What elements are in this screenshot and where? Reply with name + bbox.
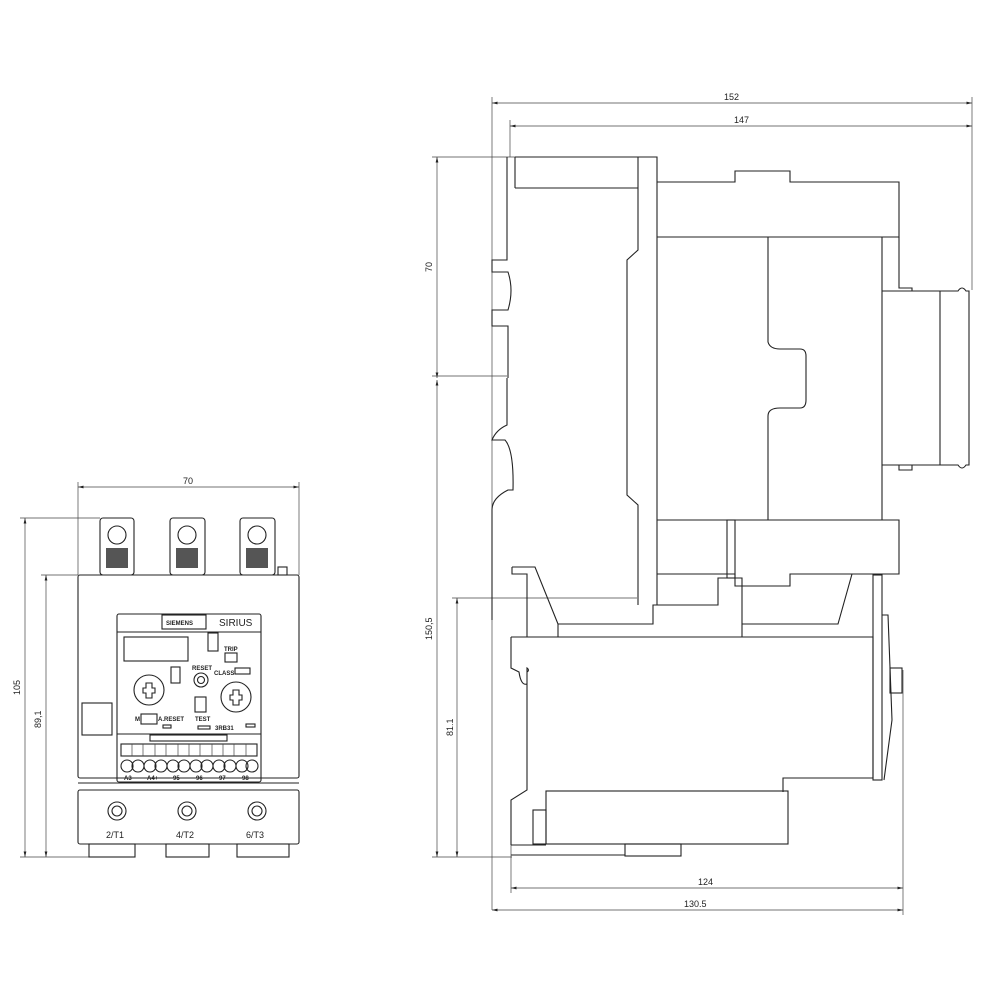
- top-lugs: [99, 517, 288, 576]
- dim-130-5: 130.5: [492, 899, 903, 912]
- contactor-outline: [491, 156, 970, 620]
- side-view: 152 147 70 150,5 81.1 124: [424, 92, 973, 915]
- svg-text:70: 70: [424, 262, 434, 272]
- reset-button[interactable]: [193, 672, 209, 688]
- svg-text:A.RESET: A.RESET: [158, 717, 184, 723]
- dim-147: 147: [509, 115, 972, 157]
- dim-150-5: 150,5: [424, 380, 512, 858]
- svg-text:3RB31: 3RB31: [215, 726, 234, 732]
- svg-text:96: 96: [196, 776, 203, 782]
- control-panel: SIEMENS SIRIUS TRIP RESET CLASS TEST: [116, 613, 262, 783]
- svg-text:6/T3: 6/T3: [246, 830, 264, 840]
- aux-terminal-block: [120, 743, 259, 773]
- svg-text:M: M: [135, 717, 140, 723]
- svg-text:4/T2: 4/T2: [176, 830, 194, 840]
- svg-text:124: 124: [698, 877, 713, 887]
- manual-auto-switch[interactable]: [140, 713, 158, 725]
- class-selector[interactable]: [234, 667, 251, 675]
- svg-text:70: 70: [183, 476, 193, 486]
- svg-text:RESET: RESET: [192, 666, 212, 672]
- dim-152: 152: [491, 92, 973, 910]
- display-window: [123, 636, 189, 662]
- svg-text:147: 147: [734, 115, 749, 125]
- svg-text:150,5: 150,5: [424, 617, 434, 640]
- dim-81-1: 81.1: [445, 597, 637, 857]
- front-housing: [77, 574, 300, 779]
- svg-text:SIRIUS: SIRIUS: [219, 618, 253, 629]
- svg-text:81.1: 81.1: [445, 718, 455, 736]
- test-button[interactable]: [194, 696, 207, 713]
- qr-code: [81, 702, 113, 736]
- svg-text:89,1: 89,1: [33, 710, 43, 728]
- svg-text:130.5: 130.5: [684, 899, 707, 909]
- front-view: 70 105 89,1: [12, 476, 300, 858]
- svg-text:CLASS: CLASS: [214, 671, 234, 677]
- dim-front-width: 70: [77, 476, 300, 575]
- svg-text:98: 98: [242, 776, 249, 782]
- dim-front-height-body: 89,1: [33, 574, 78, 857]
- dim-124: 124: [510, 670, 904, 915]
- trip-indicator[interactable]: [224, 652, 238, 663]
- svg-text:TEST: TEST: [195, 717, 211, 723]
- svg-text:105: 105: [12, 680, 22, 695]
- svg-text:95: 95: [173, 776, 180, 782]
- svg-text:SIEMENS: SIEMENS: [166, 621, 193, 627]
- svg-text:2/T1: 2/T1: [106, 830, 124, 840]
- main-terminal-block: 2/T1 4/T2 6/T3: [77, 789, 300, 858]
- dim-70-side: 70: [424, 156, 515, 378]
- current-setting-dial[interactable]: [133, 674, 165, 706]
- dim-front-height-total: 105: [12, 517, 100, 858]
- svg-text:97: 97: [219, 776, 226, 782]
- svg-text:152: 152: [724, 92, 739, 102]
- svg-text:A3-: A3-: [124, 776, 134, 782]
- svg-text:TRIP: TRIP: [224, 647, 238, 653]
- overload-relay-outline: [510, 566, 903, 857]
- class-dial[interactable]: [220, 681, 252, 713]
- svg-text:A4+: A4+: [147, 776, 159, 782]
